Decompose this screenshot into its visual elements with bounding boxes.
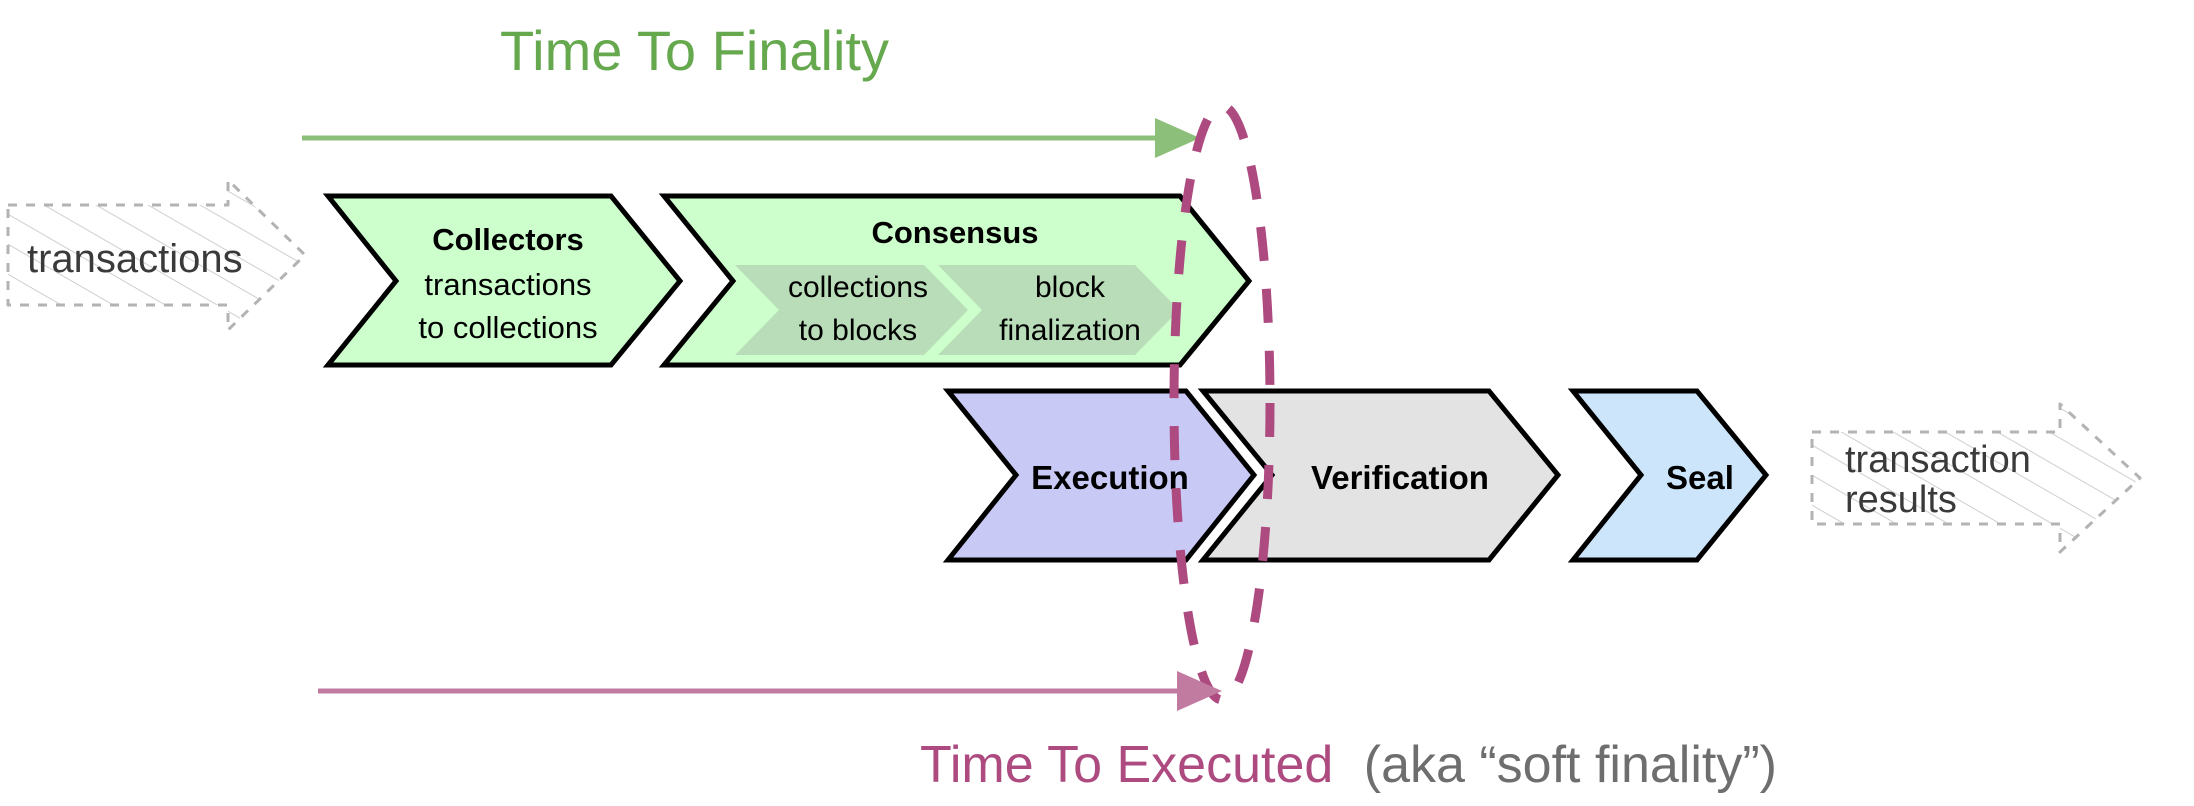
stage-collectors-subtitle-line1: transactions [424, 267, 591, 302]
stage-execution-title: Execution [1031, 459, 1189, 496]
substage-block-finalization[interactable]: block finalization [938, 265, 1179, 355]
time-to-finality-title: Time To Finality [500, 19, 889, 82]
time-to-executed-caption: Time To Executed (aka “soft finality”) [920, 736, 1777, 794]
stage-collectors-subtitle-line2: to collections [418, 310, 597, 345]
stage-collectors[interactable]: Collectors transactions to collections [322, 193, 684, 368]
stage-verification[interactable]: Verification [1197, 388, 1562, 563]
finality-boundary-ellipse [1169, 101, 1275, 705]
soft-finality-note: (aka “soft finality”) [1364, 736, 1777, 794]
transactions-input-ghost: transactions [6, 178, 307, 332]
transaction-results-label-line2: results [1845, 479, 1957, 521]
substage-collections-to-blocks-line1: collections [788, 271, 928, 304]
substage-collections-to-blocks[interactable]: collections to blocks [735, 265, 968, 355]
transactions-input-label: transactions [27, 237, 243, 281]
stage-seal-title: Seal [1666, 459, 1734, 496]
substage-block-finalization-line1: block [1035, 271, 1106, 304]
substage-collections-to-blocks-line2: to blocks [799, 314, 917, 347]
stage-seal[interactable]: Seal [1567, 388, 1770, 563]
time-to-executed-title: Time To Executed [920, 736, 1333, 794]
stage-collectors-title: Collectors [432, 222, 584, 257]
stage-consensus[interactable]: Consensus collections to blocks block fi… [658, 193, 1253, 368]
substage-block-finalization-line2: finalization [999, 314, 1141, 347]
stage-verification-title: Verification [1311, 459, 1489, 496]
stage-execution[interactable]: Execution [942, 388, 1258, 563]
stage-consensus-title: Consensus [871, 215, 1038, 250]
transaction-results-label-line1: transaction [1845, 439, 2031, 481]
transaction-results-output-ghost: transaction results [1810, 402, 2142, 554]
